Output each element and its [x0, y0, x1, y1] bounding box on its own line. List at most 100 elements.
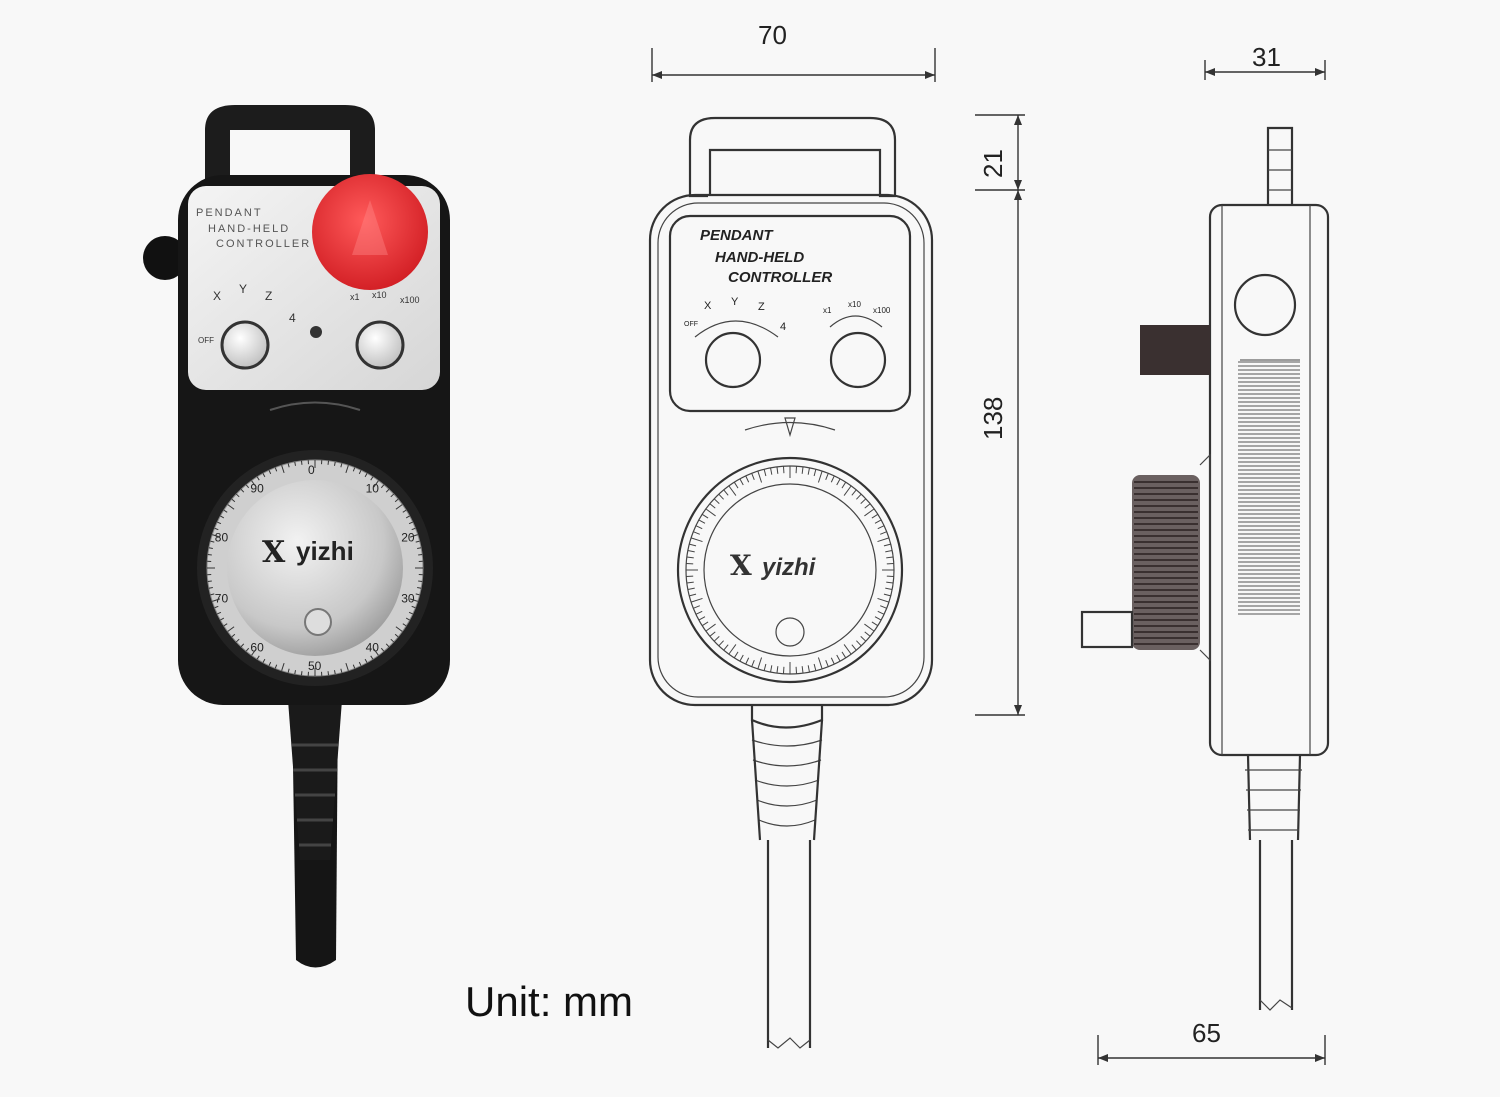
dial-tick [262, 658, 266, 663]
drawing-dial-tick [733, 651, 739, 659]
axis-label-z: Z [265, 289, 272, 303]
step-label-100: x100 [400, 295, 420, 305]
dial-tick [358, 470, 362, 475]
side-knob [143, 236, 187, 280]
drawing-dial-tick [693, 531, 700, 535]
drawing-dial-tick [836, 654, 841, 662]
dimension-body-height: 138 [978, 397, 1008, 440]
dial-number: 40 [366, 640, 380, 654]
drawing-dial-tick [883, 543, 891, 547]
emergency-stop-button[interactable] [312, 174, 428, 290]
dial-tick [207, 553, 212, 556]
step-label-1: x1 [350, 292, 360, 302]
cable-strain-relief [288, 700, 342, 860]
dial-tick [340, 668, 343, 673]
dial-tick [385, 643, 390, 648]
dial-tick [385, 488, 390, 493]
drawing-dial-tick [801, 466, 804, 474]
drawing-dial-tick [686, 556, 694, 559]
drawing-dial-tick [885, 587, 893, 590]
dial-tick [208, 547, 213, 550]
dial-tick [373, 480, 379, 488]
front-view-drawing: PENDANT HAND-HELD CONTROLLER OFF X Y Z 4… [648, 116, 934, 1049]
drawing-dial-tick [713, 498, 720, 504]
drawing-dial-tick [830, 657, 835, 665]
panel-text-line-2: HAND-HELD [208, 223, 290, 235]
drawing-dial-tick [698, 519, 706, 524]
dial-tick [300, 460, 303, 465]
step-selector-knob[interactable] [355, 320, 405, 370]
drawing-dial-tick [825, 473, 829, 480]
dial-tick [394, 498, 399, 503]
device-photo: PENDANT HAND-HELD CONTROLLER OFF X Y Z 4… [143, 105, 450, 968]
dial-tick [340, 463, 343, 468]
handwheel-grip [304, 608, 332, 636]
dial-tick [402, 509, 407, 513]
drawing-dial-tick [745, 657, 750, 665]
drawing-dial-tick [860, 498, 867, 504]
dial-tick [245, 484, 250, 489]
dial-tick [256, 655, 260, 660]
dial-number: 70 [215, 591, 229, 605]
drawing-dial-tick [745, 475, 750, 483]
dial-tick [411, 605, 416, 609]
drawing-dial-tick [830, 475, 835, 483]
drawing-dial-tick [825, 660, 829, 667]
drawing-brand-logo: yizhi [761, 554, 817, 581]
dial-tick [210, 540, 215, 543]
dial-tick [294, 461, 297, 466]
dial-tick [345, 465, 349, 474]
brand-mark-icon: X [262, 535, 286, 570]
drawing-dial-tick [713, 636, 720, 642]
drawing-dial-tick [709, 631, 716, 637]
dial-tick [240, 488, 245, 493]
drawing-dial-tick [807, 665, 810, 673]
drawing-dial-tick [718, 493, 724, 500]
drawing-dial-tick [856, 493, 862, 500]
unit-label: Unit: mm [465, 978, 633, 1025]
dial-tick [352, 664, 356, 669]
dial-tick [408, 521, 413, 525]
dial-tick [418, 553, 423, 556]
dial-tick [417, 547, 422, 550]
drawing-dial-tick [813, 663, 817, 671]
drawing-dial-tick [723, 644, 729, 651]
drawing-step-100: x100 [873, 306, 891, 315]
brand-logo: yizhi [296, 536, 354, 566]
drawing-dial-tick [841, 481, 847, 489]
drawing-dial-tick [739, 654, 744, 662]
drawing-dial-tick [880, 605, 887, 609]
axis-selector-knob[interactable] [220, 320, 270, 370]
drawing-dial-tick [871, 513, 879, 519]
dial-tick [245, 647, 250, 652]
dial-tick [415, 540, 420, 543]
drawing-dial-tick [687, 550, 695, 553]
dial-tick [208, 586, 213, 589]
dial-number: 0 [308, 463, 315, 477]
dial-tick [251, 480, 257, 488]
dial-tick [409, 598, 418, 602]
dial-tick [358, 661, 362, 666]
drawing-dial-tick [856, 640, 862, 647]
dial-number: 30 [401, 591, 415, 605]
dial-tick [220, 515, 225, 519]
dial-tick [235, 493, 240, 498]
drawing-panel-text-3: CONTROLLER [728, 269, 832, 286]
drawing-axis-x: X [704, 300, 712, 312]
drawing-dial-tick [877, 537, 890, 543]
dimension-overall-depth: 65 [1192, 1018, 1221, 1048]
drawing-dial-tick [728, 644, 737, 655]
drawing-dial-tick [864, 508, 875, 517]
drawing-dial-tick [705, 508, 716, 517]
drawing-dial-tick [701, 513, 709, 519]
drawing-dial-tick [851, 644, 857, 651]
indicator-led [310, 326, 322, 338]
dial-tick [380, 484, 385, 489]
dial-number: 50 [308, 659, 322, 673]
drawing-dial-tick [728, 485, 737, 496]
dimension-width: 70 [758, 20, 787, 50]
drawing-dial-tick [860, 636, 867, 642]
drawing-dial-tick [709, 503, 716, 509]
drawing-dial-tick [874, 616, 882, 621]
